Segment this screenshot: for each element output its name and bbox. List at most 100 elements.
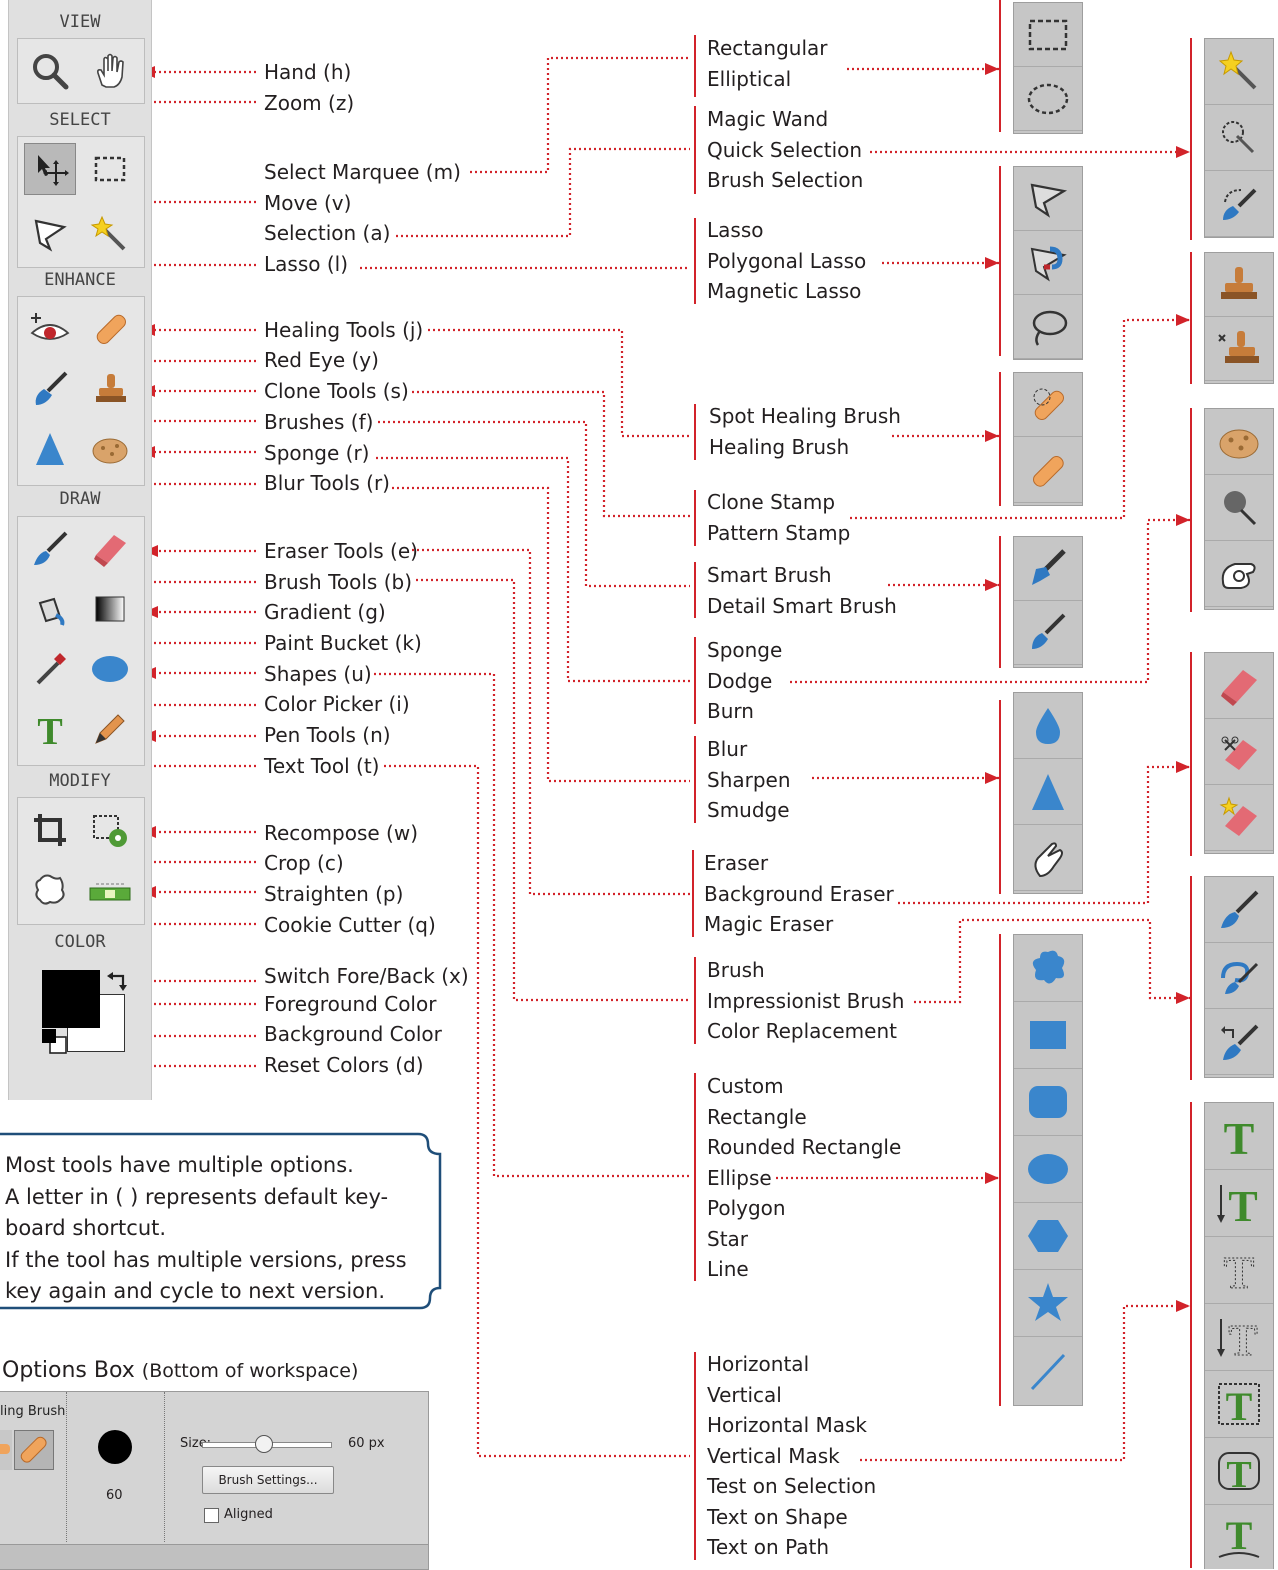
eraser-icon[interactable] xyxy=(1205,653,1273,719)
text-tool-label: Text Tool (t) xyxy=(264,754,380,778)
selection-options-group: Magic Wand Quick Selection Brush Selecti… xyxy=(707,104,863,196)
blur-triangle-icon[interactable] xyxy=(24,423,76,475)
foreground-color-swatch[interactable] xyxy=(42,970,100,1028)
options-box-heading: Options Box (Bottom of workspace) xyxy=(2,1358,358,1383)
group-bracket xyxy=(694,35,696,97)
section-draw-heading: DRAW xyxy=(59,489,101,509)
smart-brush-icon[interactable] xyxy=(24,363,76,415)
magic-wand-icon[interactable] xyxy=(1205,39,1273,105)
polygonal-lasso-icon[interactable] xyxy=(1014,295,1082,359)
connector-arrowhead xyxy=(985,1172,999,1184)
sponge-icon[interactable] xyxy=(84,423,136,475)
healing-brush-tool-option[interactable] xyxy=(14,1430,54,1470)
color-replacement-brush-icon[interactable] xyxy=(1205,1009,1273,1075)
healing-tools-label: Healing Tools (j) xyxy=(264,318,424,342)
quick-selection-icon[interactable] xyxy=(1205,105,1273,171)
switch-colors-icon[interactable] xyxy=(105,968,131,998)
healing-bandage-icon[interactable] xyxy=(84,303,136,355)
background-eraser-icon[interactable] xyxy=(1205,719,1273,785)
connector-arrowhead xyxy=(1176,761,1190,773)
impressionist-brush-icon[interactable] xyxy=(1205,943,1273,1009)
magic-eraser-icon[interactable] xyxy=(1205,785,1273,851)
smart-brush-icon[interactable] xyxy=(1014,537,1082,601)
spot-healing-brush-icon[interactable] xyxy=(1014,373,1082,437)
lasso-tool-icon[interactable] xyxy=(24,207,76,259)
custom-shape-icon[interactable] xyxy=(1014,935,1082,1002)
horizontal-type-icon[interactable]: T xyxy=(1205,1103,1273,1170)
text-tool-icon[interactable]: T xyxy=(24,703,76,755)
blur-group-connector xyxy=(392,486,690,783)
text-on-shape-icon[interactable]: T xyxy=(1205,1438,1273,1505)
magic-wand-icon[interactable] xyxy=(84,207,136,259)
blur-drop-icon[interactable] xyxy=(1014,693,1082,759)
polygon-shape-icon[interactable] xyxy=(1014,1203,1082,1270)
select-marquee-label: Select Marquee (m) xyxy=(264,160,461,184)
elliptical-marquee-icon[interactable] xyxy=(1014,67,1082,131)
eyedropper-icon[interactable] xyxy=(24,643,76,695)
option-rectangular: Rectangular xyxy=(707,36,828,60)
text-on-path-icon[interactable]: T xyxy=(1205,1505,1273,1569)
move-tool-icon[interactable] xyxy=(24,143,76,195)
crop-tool-icon[interactable] xyxy=(24,804,76,856)
size-slider-thumb[interactable] xyxy=(255,1435,274,1453)
options-box-subtitle: (Bottom of workspace) xyxy=(141,1360,359,1382)
brush-icon[interactable] xyxy=(1205,877,1273,943)
gradient-tool-icon[interactable] xyxy=(84,583,136,635)
smudge-finger-icon[interactable] xyxy=(1014,825,1082,891)
vertical-type-mask-icon[interactable]: T xyxy=(1205,1304,1273,1371)
eraser-tools-label: Eraser Tools (e) xyxy=(264,539,418,563)
text-on-selection-icon[interactable]: T xyxy=(1205,1371,1273,1438)
option-magnetic-lasso: Magnetic Lasso xyxy=(707,279,862,303)
pattern-stamp-icon[interactable] xyxy=(1205,317,1273,381)
reset-colors-icon[interactable] xyxy=(39,1026,71,1062)
zoom-tool-icon[interactable] xyxy=(24,45,76,97)
sharpen-triangle-icon[interactable] xyxy=(1014,759,1082,825)
hand-tool-icon[interactable] xyxy=(84,45,136,97)
crop-label: Crop (c) xyxy=(264,851,344,875)
healing-brush-icon[interactable] xyxy=(1014,439,1082,503)
rectangle-shape-icon[interactable] xyxy=(1014,1002,1082,1069)
star-shape-icon[interactable] xyxy=(1014,1270,1082,1337)
option-impressionist-brush: Impressionist Brush xyxy=(707,988,905,1013)
detail-smart-brush-icon[interactable] xyxy=(1014,601,1082,665)
brush-tool-icon[interactable] xyxy=(24,523,76,575)
option-vertical: Vertical xyxy=(707,1382,782,1407)
ellipse-shape-icon[interactable] xyxy=(84,643,136,695)
sponge-icon-strip xyxy=(1204,408,1274,610)
sponge-icon[interactable] xyxy=(1205,409,1273,475)
clone-stamp-icon[interactable] xyxy=(1205,253,1273,317)
option-custom: Custom xyxy=(707,1074,784,1098)
strip-bracket xyxy=(999,0,1001,132)
magnetic-lasso-icon[interactable] xyxy=(1014,231,1082,295)
ellipse-shape-icon[interactable] xyxy=(1014,1136,1082,1203)
aligned-checkbox[interactable] xyxy=(204,1508,219,1523)
straighten-tool-icon[interactable] xyxy=(84,864,136,916)
option-magic-eraser: Magic Eraser xyxy=(704,912,834,936)
reset-colors-label: Reset Colors (d) xyxy=(264,1053,424,1077)
cookie-cutter-icon[interactable] xyxy=(24,864,76,916)
option-text-on-selection: Test on Selection xyxy=(707,1474,877,1498)
lasso-icon[interactable] xyxy=(1014,167,1082,231)
red-eye-icon[interactable] xyxy=(24,303,76,355)
rounded-rectangle-shape-icon[interactable] xyxy=(1014,1069,1082,1136)
selection-brush-icon[interactable] xyxy=(1205,171,1273,237)
pencil-tool-icon[interactable] xyxy=(84,703,136,755)
line-shape-icon[interactable] xyxy=(1014,1337,1082,1404)
rectangular-marquee-icon[interactable] xyxy=(84,143,136,195)
dodge-icon[interactable] xyxy=(1205,475,1273,541)
burn-hand-icon[interactable] xyxy=(1205,541,1273,607)
clone-stamp-icon[interactable] xyxy=(84,363,136,415)
svg-text:T: T xyxy=(37,711,62,749)
sponge-group-connector xyxy=(376,456,690,683)
vertical-type-icon[interactable]: T xyxy=(1205,1170,1273,1237)
brush-settings-button[interactable]: Brush Settings... xyxy=(202,1466,334,1494)
horizontal-type-mask-icon[interactable]: T xyxy=(1205,1237,1273,1304)
paint-bucket-icon[interactable] xyxy=(24,583,76,635)
stamp-strip-connector xyxy=(850,318,1190,520)
blur-icon-strip xyxy=(1013,692,1083,894)
group-bracket xyxy=(694,404,696,460)
recompose-tool-icon[interactable] xyxy=(84,804,136,856)
rectangular-marquee-icon[interactable] xyxy=(1014,3,1082,67)
eraser-tool-icon[interactable] xyxy=(84,523,136,575)
spot-healing-tool-option[interactable] xyxy=(0,1430,12,1470)
